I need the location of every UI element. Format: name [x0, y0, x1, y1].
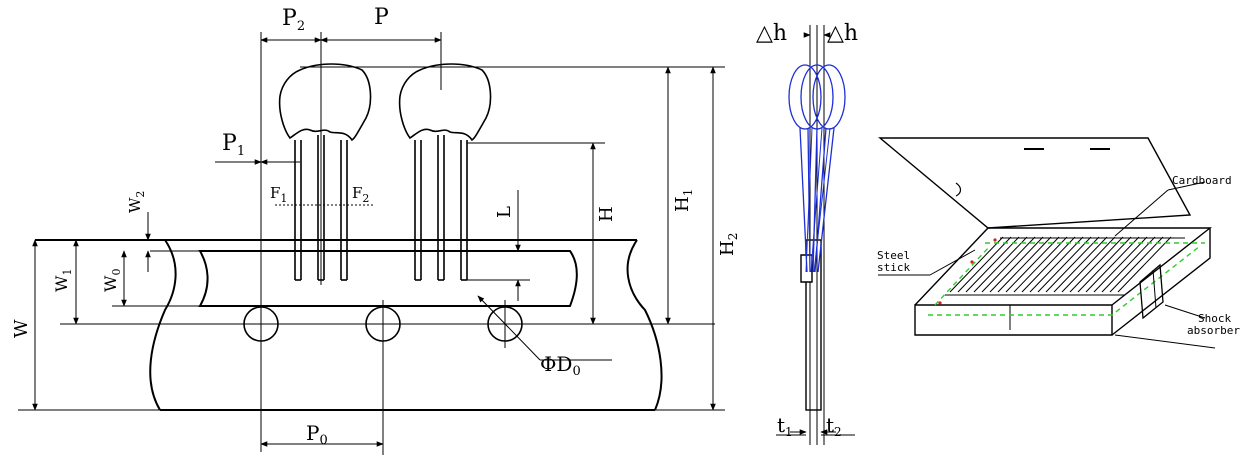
t2-label: t2	[826, 413, 842, 439]
tape-side-view: △h △h t1 t2	[756, 21, 858, 445]
l-label: L	[494, 206, 515, 218]
p-label: P	[374, 5, 389, 30]
shock-absorber-label-line1: Shock	[1198, 312, 1231, 325]
d0-label: ΦD0	[540, 352, 581, 379]
ammo-pack-box: Cardboard Steel stick Shock absorber	[877, 137, 1240, 349]
steel-stick-label-line2: stick	[877, 261, 910, 274]
tape-right-break	[626, 239, 663, 411]
w2-label: W2	[126, 191, 147, 213]
component-side-profile	[788, 64, 846, 273]
tape-path-guide	[928, 242, 1205, 316]
folded-tape	[945, 236, 1185, 296]
capacitor-body	[278, 63, 372, 142]
p2-label: P2	[282, 6, 305, 34]
w0-label: W0	[101, 269, 123, 292]
box-lid	[878, 137, 1192, 229]
p0-label: P0	[306, 421, 328, 448]
capacitor-component	[398, 63, 492, 281]
w-label: W	[11, 319, 32, 338]
capacitor-body	[398, 63, 492, 142]
delta-h-left-label: △h	[756, 21, 787, 46]
box-front	[914, 304, 1113, 336]
p1-label: P1	[222, 131, 245, 159]
f2-label: F2	[352, 184, 369, 205]
hold-down-tape	[198, 250, 578, 307]
cardboard-label: Cardboard	[1172, 174, 1232, 187]
t1-label: t1	[777, 413, 793, 439]
f1-label: F1	[270, 184, 287, 205]
tape-left-break	[149, 239, 177, 411]
h-label: H	[596, 206, 617, 222]
tape-markers	[938, 238, 997, 305]
capacitor-component	[278, 63, 372, 281]
h2-label: H2	[717, 233, 740, 256]
steel-stick-label-line1: Steel	[877, 249, 910, 262]
tape-front-view: P2 P P1 F1 F2 W2 W1 W0 W L H H1 H2 ΦD0 P…	[11, 5, 740, 455]
sprocket-hole	[365, 300, 401, 348]
w1-label: W1	[52, 269, 74, 292]
delta-h-right-label: △h	[827, 21, 858, 46]
shock-absorber-label-line2: absorber	[1187, 324, 1240, 337]
h1-label: H1	[672, 189, 695, 212]
